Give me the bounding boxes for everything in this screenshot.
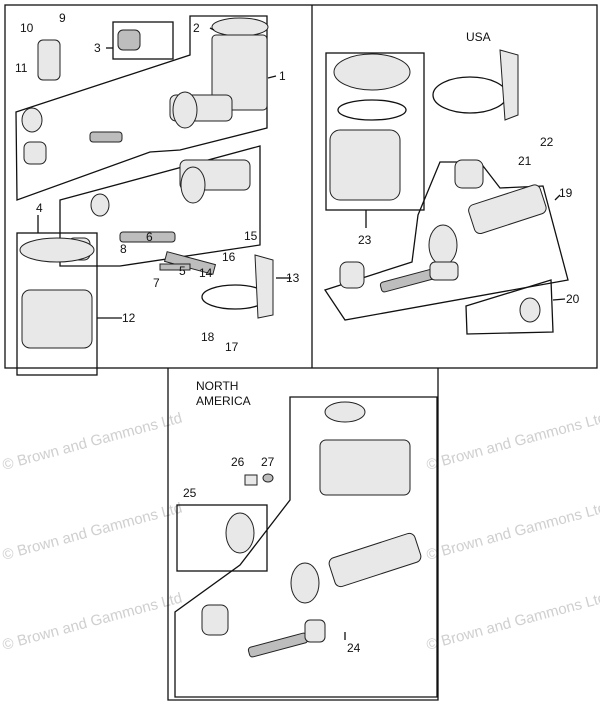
callout-11: 11 <box>15 61 28 75</box>
watermark: © Brown and Gammons Ltd <box>425 499 600 563</box>
watermark: © Brown and Gammons Ltd <box>1 589 184 653</box>
usa-reservoir <box>329 129 401 201</box>
callout-27: 27 <box>261 455 275 469</box>
callout-19: 19 <box>559 186 573 200</box>
watermark: © Brown and Gammons Ltd <box>1 409 184 473</box>
callout-8: 8 <box>120 242 127 256</box>
callout-23: 23 <box>358 233 372 247</box>
na-spring <box>247 632 309 658</box>
bracket <box>254 254 274 319</box>
callout-26: 26 <box>231 455 245 469</box>
callout-7: 7 <box>153 276 160 290</box>
usa-cylinder-body <box>468 184 547 235</box>
usa-strap <box>432 76 508 114</box>
stud <box>159 263 191 271</box>
callout-12: 12 <box>122 311 136 325</box>
usa-cylinder-flange <box>428 224 458 266</box>
frames <box>4 4 598 701</box>
watermark-layer: © Brown and Gammons Ltd © Brown and Gamm… <box>1 409 600 653</box>
reservoir-cap <box>211 17 269 37</box>
mounting-flange <box>37 39 61 81</box>
piston <box>23 141 47 165</box>
reservoir-cap-alt <box>19 237 95 263</box>
callout-22: 22 <box>540 135 554 149</box>
region-label-usa: USA <box>466 30 491 44</box>
watermark: © Brown and Gammons Ltd <box>425 589 600 653</box>
na-cylinder-body <box>328 532 422 588</box>
group-boxes <box>15 15 569 698</box>
callout-16: 16 <box>222 250 236 264</box>
reservoir <box>211 34 268 111</box>
group-box-1 <box>15 15 268 201</box>
region-label-america: AMERICA <box>196 394 251 408</box>
callout-6: 6 <box>146 230 153 244</box>
part-drawings <box>19 17 547 658</box>
na-boot <box>201 604 229 636</box>
callout-25: 25 <box>183 486 197 500</box>
callout-15: 15 <box>244 229 258 243</box>
callout-10: 10 <box>20 21 34 35</box>
na-reservoir <box>319 439 411 496</box>
group-box-3 <box>112 21 174 60</box>
bottom-frame <box>167 368 439 701</box>
seal-kit <box>117 29 141 51</box>
group-box-24 <box>174 396 438 698</box>
na-piston <box>304 619 326 643</box>
callout-20: 20 <box>566 292 580 306</box>
callout-3: 3 <box>94 41 101 55</box>
usa-bracket <box>499 49 519 121</box>
group-box-25 <box>176 504 268 572</box>
callout-2: 2 <box>193 21 200 35</box>
callout-24: 24 <box>347 641 361 655</box>
callout-14: 14 <box>199 266 213 280</box>
leader-lines <box>37 27 566 640</box>
callout-4: 4 <box>36 201 43 215</box>
na-reservoir-cap <box>324 401 366 423</box>
callout-5: 5 <box>179 264 186 278</box>
washer-27 <box>262 473 274 483</box>
na-cylinder-flange <box>290 562 320 604</box>
usa-switch-kit <box>519 297 541 323</box>
top-frame <box>4 4 598 369</box>
group-box-12 <box>16 232 98 376</box>
spring <box>89 131 123 143</box>
region-label-north: NORTH <box>196 379 238 393</box>
callout-9: 9 <box>59 11 66 25</box>
na-switch-kit <box>225 512 255 554</box>
usa-reservoir-seal <box>337 99 407 121</box>
callout-1: 1 <box>279 69 286 83</box>
callout-21: 21 <box>518 154 532 168</box>
bolt-26 <box>244 474 258 486</box>
cylinder-flange-alt <box>180 166 206 204</box>
usa-boot <box>339 261 365 289</box>
cylinder-flange <box>172 91 198 129</box>
watermark: © Brown and Gammons Ltd <box>1 499 184 563</box>
group-box-20 <box>465 279 554 335</box>
boot <box>21 107 43 133</box>
usa-reservoir-adapter <box>454 159 484 189</box>
spring-alt <box>119 231 176 243</box>
group-box-23 <box>325 52 425 211</box>
callout-18: 18 <box>201 330 215 344</box>
boot-alt <box>90 193 110 217</box>
callout-labels: 1 2 3 4 5 6 7 8 9 10 11 12 13 14 15 16 1… <box>15 11 580 655</box>
callout-17: 17 <box>225 340 239 354</box>
usa-reservoir-cap <box>333 53 411 91</box>
callout-13: 13 <box>286 271 300 285</box>
watermark: © Brown and Gammons Ltd <box>425 409 600 473</box>
reservoir-alt <box>21 289 93 349</box>
usa-piston <box>429 261 459 281</box>
